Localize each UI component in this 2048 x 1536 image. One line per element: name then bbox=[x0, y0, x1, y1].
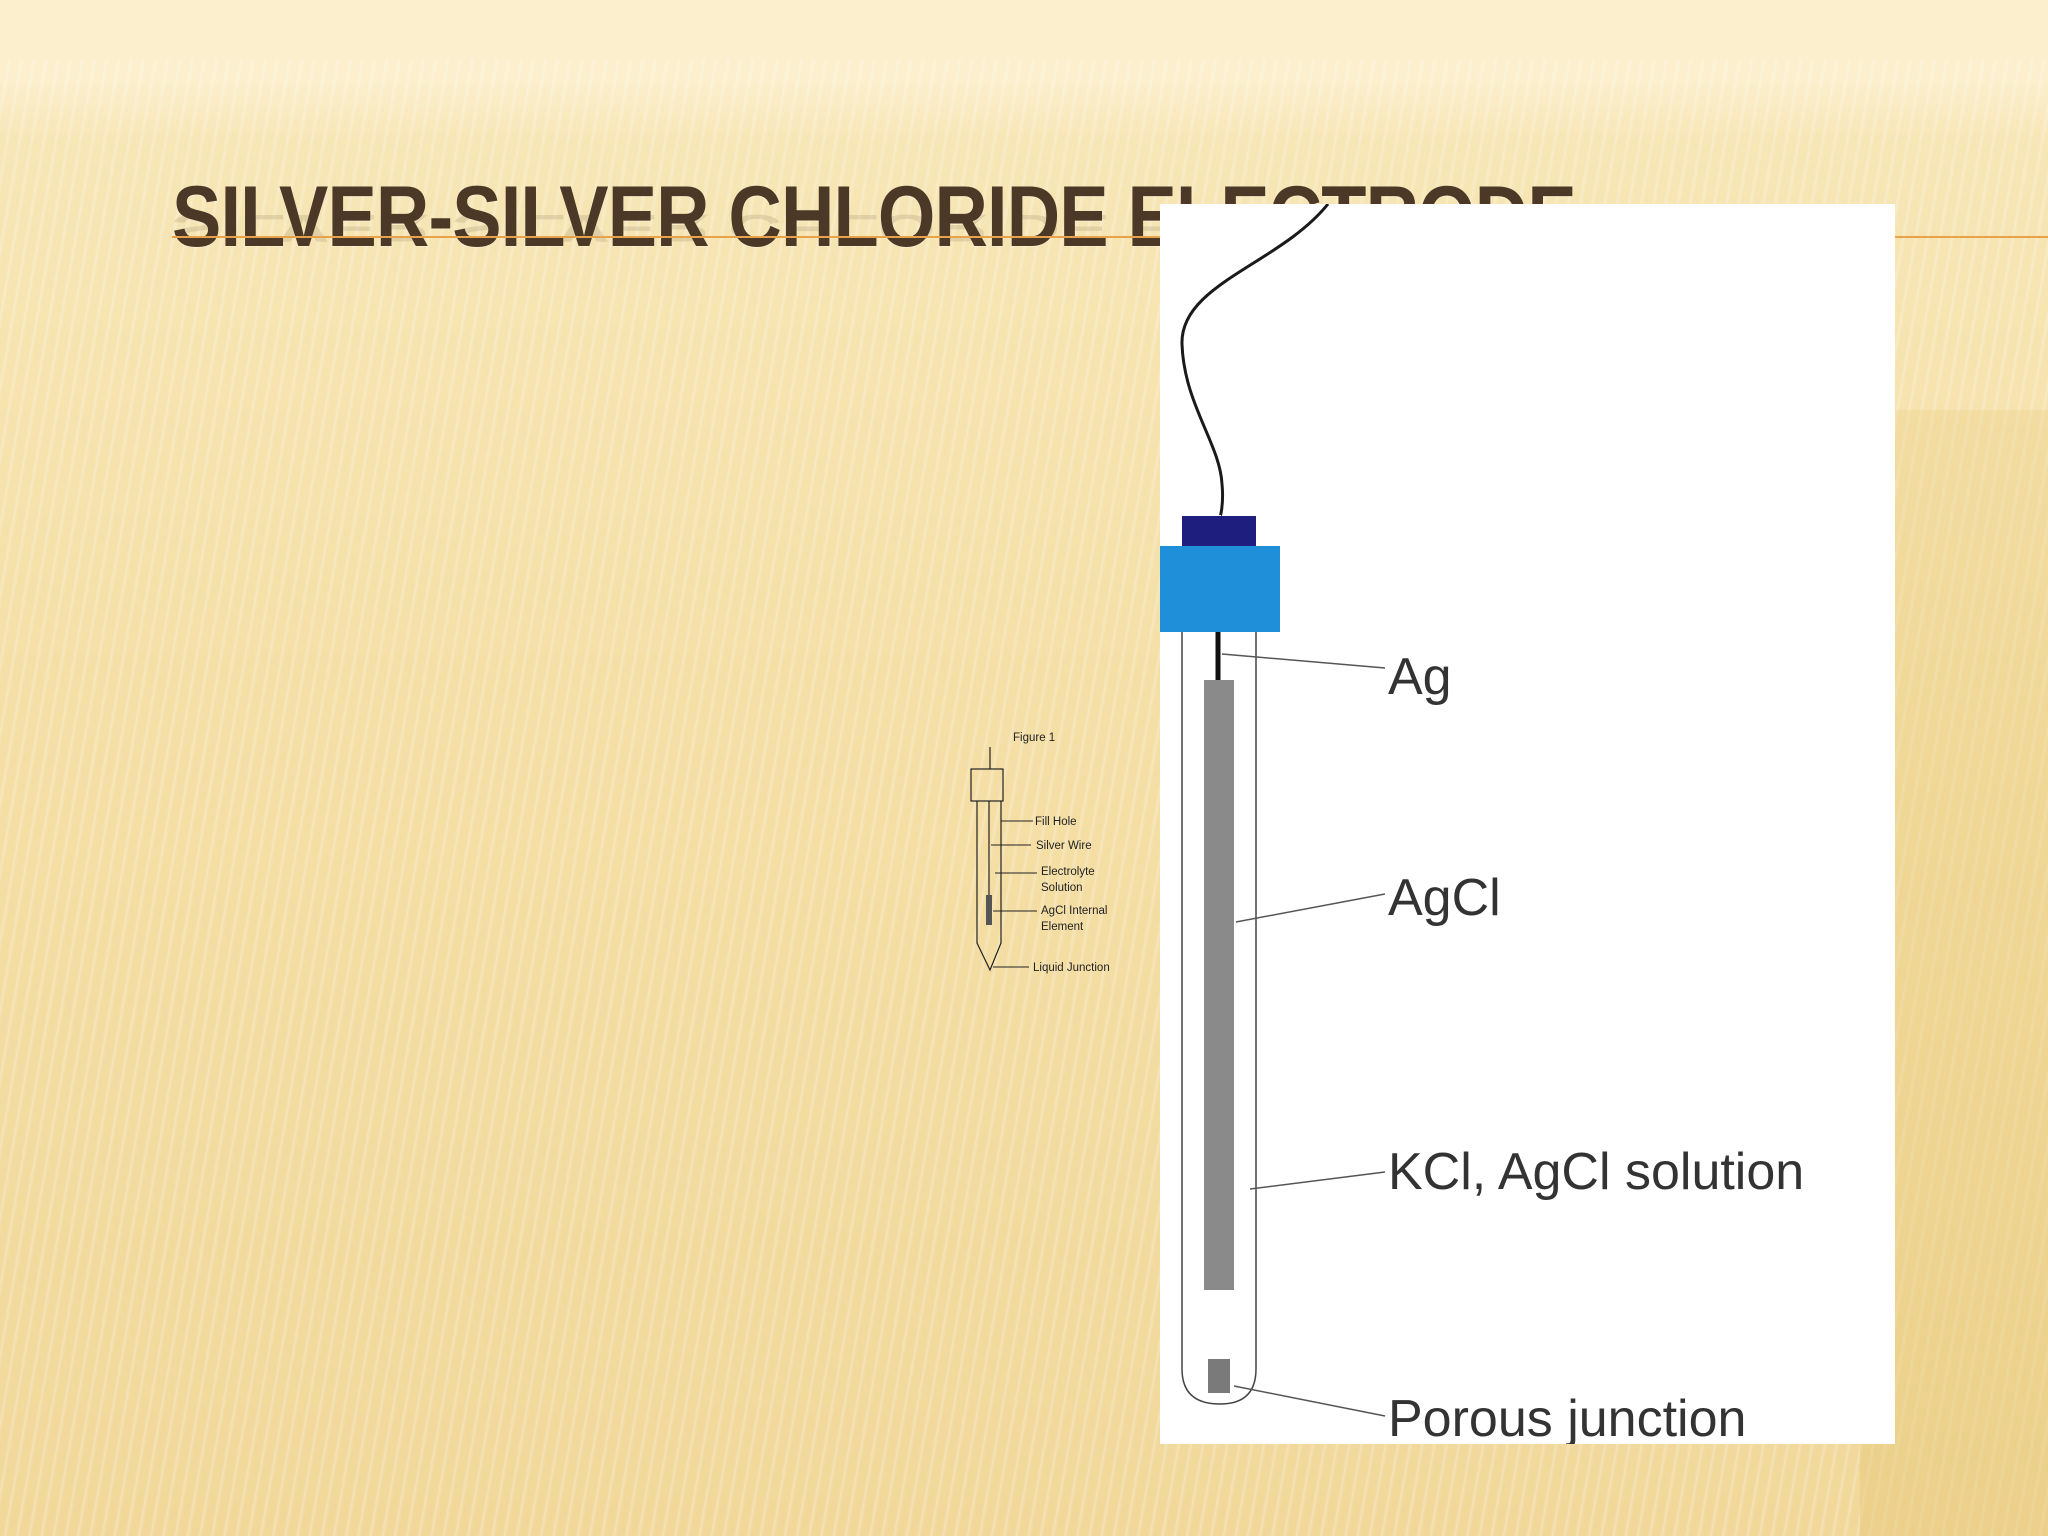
small-label-agcl-2: Element bbox=[1041, 921, 1084, 933]
small-tube bbox=[976, 801, 1002, 972]
title-underline bbox=[172, 236, 2048, 238]
glass-tube bbox=[1181, 632, 1257, 1405]
small-label-silver-wire: Silver Wire bbox=[1036, 840, 1092, 852]
small-label-agcl-1: AgCl Internal bbox=[1041, 905, 1107, 917]
electrode-cap-top bbox=[1182, 516, 1256, 546]
label-ag: Ag bbox=[1388, 648, 1452, 706]
electrode-diagram-panel: Ag AgCl KCl, AgCl solution Porous juncti… bbox=[1160, 203, 1895, 1448]
agcl-coated-rod bbox=[1204, 680, 1234, 1290]
leader-ag bbox=[1221, 653, 1386, 669]
electrode-diagram-svg: Ag AgCl KCl, AgCl solution Porous juncti… bbox=[1160, 203, 1804, 1448]
small-electrode-figure: Figure 1 Fill Hole Silver Wire Electroly… bbox=[955, 725, 1135, 980]
small-label-electrolyte-2: Solution bbox=[1041, 882, 1083, 894]
electrode-cap-body bbox=[1160, 546, 1280, 632]
leader-solution bbox=[1249, 1171, 1386, 1190]
small-figure-caption: Figure 1 bbox=[1013, 732, 1055, 744]
small-agcl-element bbox=[986, 895, 992, 925]
small-label-electrolyte-1: Electrolyte bbox=[1041, 866, 1095, 878]
leader-porous bbox=[1233, 1385, 1386, 1417]
label-porous: Porous junction bbox=[1388, 1390, 1746, 1444]
porous-plug bbox=[1208, 1359, 1230, 1393]
label-solution: KCl, AgCl solution bbox=[1388, 1143, 1804, 1201]
label-agcl: AgCl bbox=[1388, 869, 1501, 927]
small-label-liquid-junction: Liquid Junction bbox=[1033, 962, 1110, 974]
leader-agcl bbox=[1235, 893, 1386, 923]
small-electrode-svg: Figure 1 Fill Hole Silver Wire Electroly… bbox=[970, 732, 1110, 974]
lead-wire bbox=[1180, 203, 1330, 518]
small-label-fill-hole: Fill Hole bbox=[1035, 816, 1077, 828]
small-cap bbox=[970, 768, 1004, 802]
